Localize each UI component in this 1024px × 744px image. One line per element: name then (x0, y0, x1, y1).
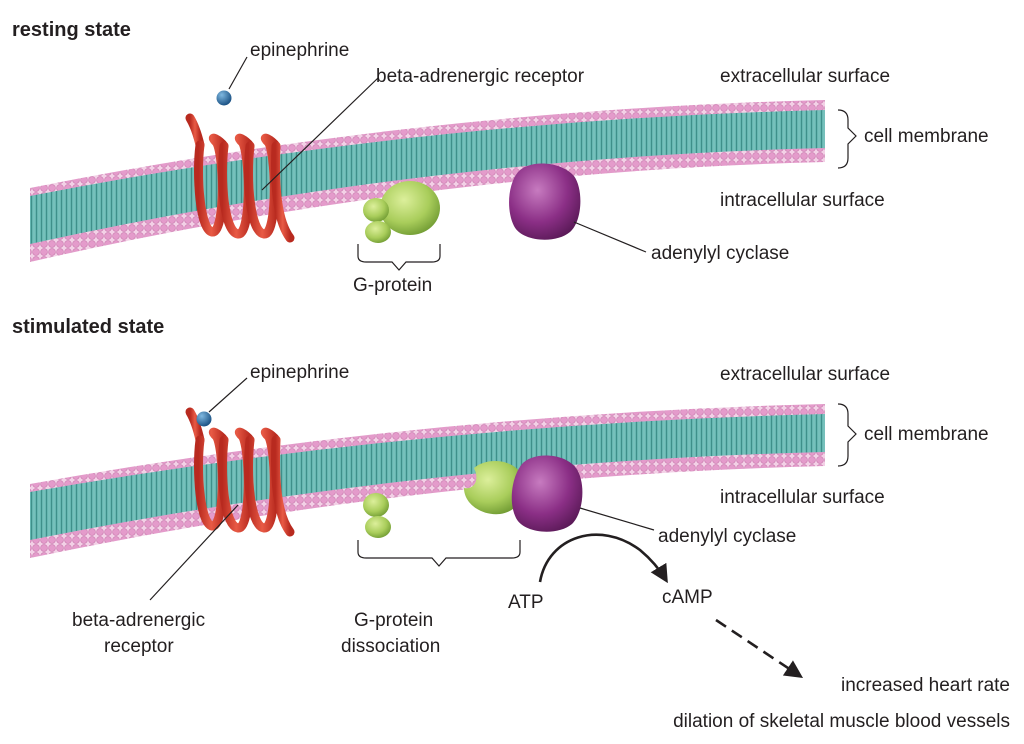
beta-adrenergic-receptor (185, 113, 295, 243)
receptor-label: beta-adrenergic receptor (376, 66, 585, 87)
g-protein-bracket (357, 540, 521, 567)
adenylyl-cyclase-enzyme (509, 163, 581, 240)
receptor-leader (261, 77, 379, 191)
epinephrine-leader (208, 377, 248, 413)
membrane-bracket (837, 109, 857, 169)
adenylyl-cyclase-label: adenylyl cyclase (658, 526, 796, 547)
cell-membrane-bilayer (30, 404, 825, 558)
camp-label: cAMP (662, 587, 713, 608)
resting-title: resting state (12, 19, 131, 41)
adenylyl-cyclase-leader (573, 221, 647, 253)
beta-adrenergic-receptor (185, 407, 295, 537)
intracellular-label: intracellular surface (720, 190, 885, 211)
extracellular-label: extracellular surface (720, 364, 890, 385)
epinephrine-leader (228, 56, 248, 90)
g-protein-bracket (357, 244, 441, 271)
epinephrine-molecule (196, 411, 212, 427)
extracellular-label: extracellular surface (720, 66, 890, 87)
receptor-label-line2: receptor (104, 636, 174, 657)
adenylyl-cyclase-enzyme (511, 455, 583, 532)
epinephrine-label: epinephrine (250, 362, 349, 383)
g-protein-label-line2: dissociation (341, 636, 440, 657)
atp-to-camp-arrow (538, 533, 668, 584)
epinephrine-label: epinephrine (250, 40, 349, 61)
stimulated-title: stimulated state (12, 316, 164, 338)
receptor-leader (149, 504, 239, 601)
g-protein-alpha (464, 461, 524, 515)
cell-membrane-label: cell membrane (864, 126, 989, 147)
intracellular-label: intracellular surface (720, 487, 885, 508)
g-protein-label: G-protein (353, 275, 432, 296)
adenylyl-cyclase-leader (579, 507, 655, 531)
adenylyl-cyclase-label: adenylyl cyclase (651, 243, 789, 264)
effect-dashed-arrow (715, 618, 804, 679)
receptor-label-line1: beta-adrenergic (72, 610, 205, 631)
membrane-bracket (837, 403, 857, 467)
g-protein-label-line1: G-protein (354, 610, 433, 631)
cell-membrane-label: cell membrane (864, 424, 989, 445)
epinephrine-molecule (216, 90, 232, 106)
cell-membrane-bilayer (30, 100, 825, 262)
resting-panel: resting state (12, 19, 989, 296)
g-protein-complex (363, 181, 440, 243)
effect-heart-rate: increased heart rate (841, 675, 1010, 696)
atp-label: ATP (508, 592, 544, 613)
g-protein-beta-gamma (363, 493, 391, 538)
stimulated-panel: stimulated state (12, 316, 1010, 732)
effect-vasodilation: dilation of skeletal muscle blood vessel… (673, 711, 1010, 732)
